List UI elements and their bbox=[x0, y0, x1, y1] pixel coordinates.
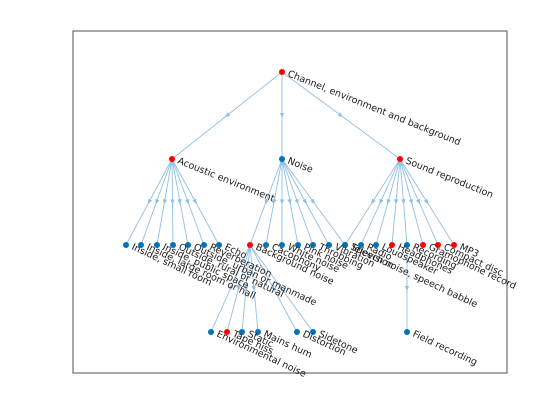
node-compact-disc bbox=[435, 242, 441, 248]
node-outside-rural-or-natural bbox=[170, 242, 176, 248]
node-mains-hum bbox=[255, 329, 261, 335]
node-tape-hiss bbox=[224, 329, 230, 335]
node-throbbing bbox=[310, 242, 316, 248]
edge-sound-s7 bbox=[399, 158, 439, 246]
edge-noise-n2 bbox=[265, 158, 283, 246]
edge-n1-b6 bbox=[249, 244, 314, 333]
node-pink-noise bbox=[295, 242, 301, 248]
node-sound-reproduction bbox=[397, 156, 403, 162]
edge-acoustic-a1 bbox=[125, 158, 173, 246]
node-cacophony bbox=[263, 242, 269, 248]
node-field-recording bbox=[404, 329, 410, 335]
edge-n1-b3 bbox=[241, 244, 251, 333]
node-inside-small-room bbox=[123, 242, 129, 248]
edge-sound-s1 bbox=[344, 158, 401, 246]
edge-sound-s6 bbox=[399, 158, 424, 246]
node-television bbox=[342, 242, 348, 248]
node-mp3 bbox=[451, 242, 457, 248]
edge-acoustic-a6 bbox=[171, 158, 205, 246]
edge-noise-n6 bbox=[281, 158, 330, 246]
edge-noise-n4 bbox=[281, 158, 299, 246]
edge-noise-n7 bbox=[281, 158, 346, 246]
edge-noise-n1 bbox=[249, 158, 283, 246]
edge-n1-b1 bbox=[210, 244, 251, 333]
edge-acoustic-a4 bbox=[170, 158, 175, 246]
edge-acoustic-a2 bbox=[140, 158, 173, 246]
edge-sound-s4 bbox=[391, 158, 401, 246]
edge-root-acoustic bbox=[171, 71, 283, 160]
node-background-noise bbox=[247, 242, 253, 248]
edge-sound-s5 bbox=[399, 158, 408, 246]
edge-acoustic-a7 bbox=[171, 158, 220, 246]
edge-n1-b4 bbox=[249, 244, 259, 333]
node-inside-large-room-or-hall bbox=[138, 242, 144, 248]
node-distortion bbox=[294, 329, 300, 335]
edges-layer bbox=[125, 71, 455, 333]
node-sidetone bbox=[310, 329, 316, 335]
node-recording bbox=[404, 242, 410, 248]
node-loudspeaker bbox=[373, 242, 379, 248]
edge-sound-s2 bbox=[360, 158, 401, 246]
node-reverberation bbox=[201, 242, 207, 248]
node-headphones bbox=[389, 242, 395, 248]
edge-acoustic-a3 bbox=[156, 158, 173, 246]
node-environmental-noise bbox=[208, 329, 214, 335]
node-white-noise bbox=[279, 242, 285, 248]
edge-sound-s3 bbox=[375, 158, 401, 246]
node-channel-environment-and-background bbox=[279, 69, 285, 75]
node-outside-urban-or-manmade bbox=[185, 242, 191, 248]
node-static bbox=[239, 329, 245, 335]
node-echo bbox=[216, 242, 222, 248]
node-acoustic-environment bbox=[169, 156, 175, 162]
node-vibration bbox=[326, 242, 332, 248]
edge-n1-b5 bbox=[249, 244, 298, 333]
edge-acoustic-a5 bbox=[171, 158, 189, 246]
edge-n1-b2 bbox=[226, 244, 251, 333]
edge-noise-n5 bbox=[281, 158, 314, 246]
node-inside-public-space bbox=[154, 242, 160, 248]
node-gramophone-record bbox=[420, 242, 426, 248]
node-noise bbox=[279, 156, 285, 162]
edge-root-sound bbox=[281, 71, 401, 160]
edge-sound-s8 bbox=[399, 158, 455, 246]
node-radio bbox=[358, 242, 364, 248]
nodes-layer bbox=[123, 69, 457, 335]
